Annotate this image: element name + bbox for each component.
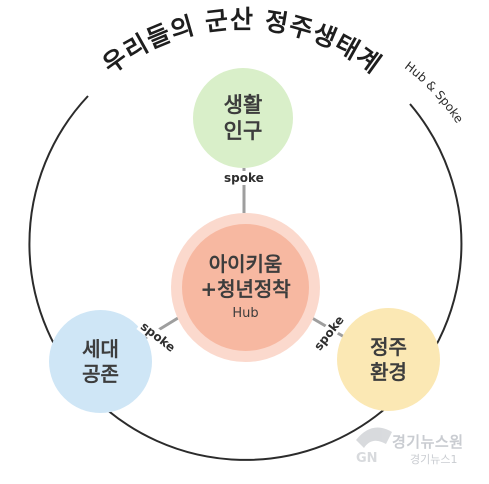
watermark-name: 경기뉴스원	[392, 433, 464, 451]
hub-node: 아이키움 +청년정착 Hub	[182, 224, 309, 351]
spoke-node-line2: 인구	[223, 119, 263, 143]
svg-text:GN: GN	[356, 451, 378, 466]
spoke-node-line1: 생활	[223, 92, 263, 117]
spoke-node-line1: 세대	[82, 336, 119, 361]
ecosystem-outline	[28, 95, 463, 461]
spoke-node-generation-coexistence: 세대 공존	[49, 310, 152, 413]
spoke-node-living-population: 생활 인구	[193, 68, 293, 168]
watermark-logo-icon: GN	[356, 427, 392, 466]
spoke-node-line1: 정주	[370, 334, 407, 359]
spoke-node-line2: 환경	[370, 359, 407, 384]
watermark-name-small: 경기뉴스1	[410, 453, 458, 466]
spoke-node-line2: 공존	[82, 361, 119, 386]
spoke-node-settlement-environment: 정주 환경	[337, 308, 440, 411]
hub-line1: 아이키움	[208, 252, 283, 277]
connector-label-top: spoke	[222, 171, 266, 185]
hub-line2: +청년정착	[200, 277, 291, 302]
diagram-subtitle: Hub & Spoke	[402, 59, 466, 126]
hub-label: Hub	[232, 306, 259, 322]
